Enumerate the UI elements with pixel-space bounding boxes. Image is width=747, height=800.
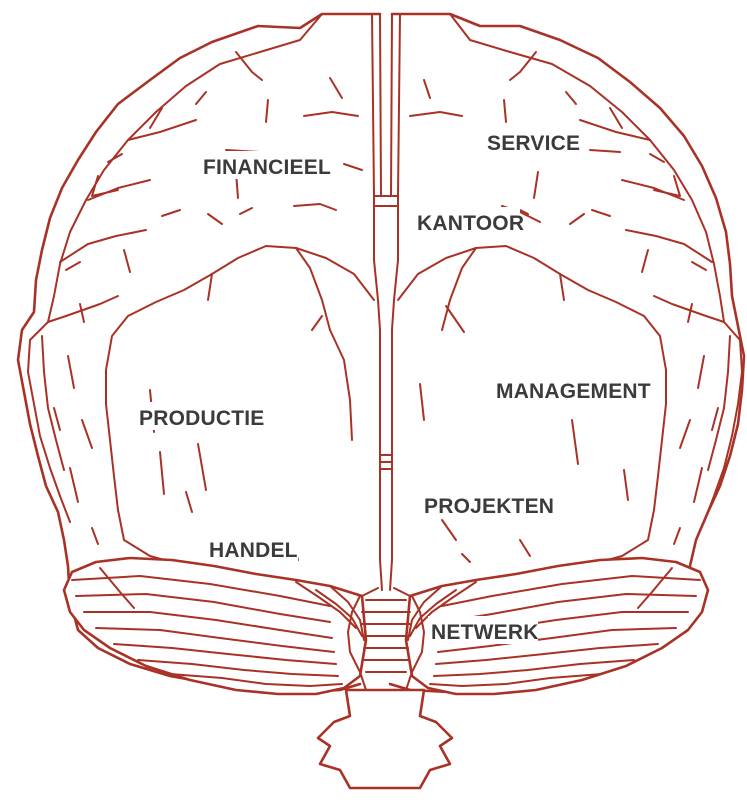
svg-text:FINANCIEEL: FINANCIEEL bbox=[203, 156, 331, 179]
svg-text:KANTOOR: KANTOOR bbox=[417, 212, 524, 235]
svg-text:HANDEL: HANDEL bbox=[209, 539, 298, 562]
svg-text:PRODUCTIE: PRODUCTIE bbox=[139, 407, 264, 430]
svg-text:MANAGEMENT: MANAGEMENT bbox=[496, 380, 651, 403]
vermis bbox=[362, 600, 410, 672]
right-inner-lobe bbox=[394, 246, 666, 596]
brainstem bbox=[318, 690, 452, 788]
label-handel: HANDEL bbox=[206, 534, 298, 562]
label-productie: PRODUCTIE bbox=[136, 402, 264, 430]
svg-text:PROJEKTEN: PROJEKTEN bbox=[424, 495, 554, 518]
label-financieel: FINANCIEEL bbox=[200, 151, 332, 179]
label-management: MANAGEMENT bbox=[493, 375, 651, 403]
svg-text:SERVICE: SERVICE bbox=[487, 132, 580, 155]
label-projekten: PROJEKTEN bbox=[421, 490, 554, 518]
gyri-details bbox=[54, 52, 718, 562]
svg-text:NETWERK: NETWERK bbox=[431, 621, 539, 644]
label-netwerk: NETWERK bbox=[428, 616, 539, 644]
label-service: SERVICE bbox=[484, 127, 582, 155]
label-kantoor: KANTOOR bbox=[414, 207, 524, 235]
